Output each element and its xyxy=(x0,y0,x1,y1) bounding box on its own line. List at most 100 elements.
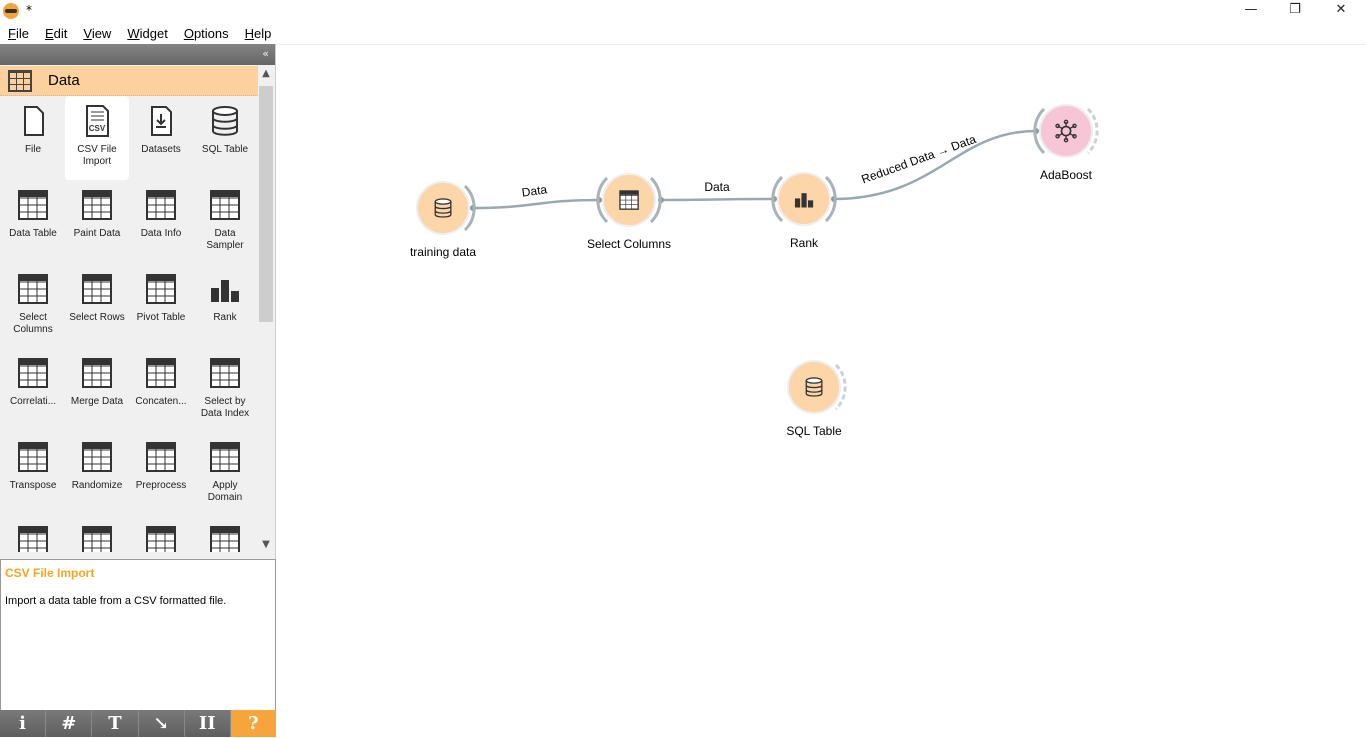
node-label: AdaBoost xyxy=(1039,168,1093,182)
select-index-icon xyxy=(210,358,240,388)
rank-icon xyxy=(794,193,814,208)
menu-view[interactable]: View xyxy=(83,26,112,41)
link-label: Data xyxy=(704,180,730,194)
help-panel: CSV File Import Import a data table from… xyxy=(0,559,276,711)
node-sql-table[interactable] xyxy=(783,360,847,414)
widget-label: Correlati... xyxy=(9,396,57,407)
link-0[interactable] xyxy=(472,198,600,210)
randomize-icon xyxy=(82,442,112,472)
widget-concaten[interactable]: Concaten... xyxy=(129,348,193,432)
menu-options[interactable]: Options xyxy=(183,26,229,41)
widget-csv-file-import[interactable]: CSV CSV File Import xyxy=(65,96,129,180)
transpose-icon xyxy=(18,442,48,472)
help-button[interactable]: ? xyxy=(230,710,277,737)
widget-label: Concaten... xyxy=(135,396,187,407)
widget-label: Data Table xyxy=(9,228,57,239)
widget-grid-icon[interactable] xyxy=(1,516,65,552)
orange-app-icon xyxy=(3,3,19,19)
select-columns-icon xyxy=(18,274,48,304)
widget-merge-data[interactable]: Merge Data xyxy=(65,348,129,432)
menu-file[interactable]: File xyxy=(8,26,29,41)
rank-icon xyxy=(211,280,239,302)
widget-transpose[interactable]: Transpose xyxy=(1,432,65,516)
node-rank[interactable] xyxy=(771,172,837,226)
merge-icon xyxy=(82,358,112,388)
svg-text:CSV: CSV xyxy=(89,124,106,133)
category-label: Data xyxy=(48,72,80,89)
widget-paint-data[interactable]: Paint Data xyxy=(65,180,129,264)
widget-data-table[interactable]: Data Table xyxy=(1,180,65,264)
widget-label: Data Info xyxy=(140,228,182,239)
minimize-button[interactable]: — xyxy=(1244,2,1258,17)
node-label: Select Columns xyxy=(586,237,672,251)
widget-label: Datasets xyxy=(141,144,181,155)
menu-bar: File Edit View Widget Options Help xyxy=(0,24,1366,44)
restore-button[interactable]: ❐ xyxy=(1289,2,1301,17)
table-icon xyxy=(8,70,32,92)
python-icon xyxy=(210,526,240,552)
csv-icon: CSV xyxy=(86,105,109,137)
database-icon xyxy=(434,198,452,218)
node-label: Rank xyxy=(789,236,819,250)
node-adaboost[interactable] xyxy=(1033,104,1099,158)
widget-randomize[interactable]: Randomize xyxy=(65,432,129,516)
info-button[interactable]: i xyxy=(0,710,47,737)
dock-header: « xyxy=(0,44,275,65)
widget-select-rows[interactable]: Select Rows xyxy=(65,264,129,348)
widget-text-pen-icon[interactable] xyxy=(129,516,193,552)
node-select-columns[interactable] xyxy=(596,173,662,227)
pause-button[interactable]: II xyxy=(185,710,231,737)
widget-select-columns[interactable]: Select Columns xyxy=(1,264,65,348)
help-title: CSV File Import xyxy=(5,566,95,580)
dock-scrollbar[interactable]: ▲ ▼ xyxy=(258,66,274,552)
link-2[interactable] xyxy=(833,129,1037,201)
node-training-data[interactable] xyxy=(412,181,476,235)
widget-python-icon[interactable] xyxy=(193,516,257,552)
widget-apply-domain[interactable]: Apply Domain xyxy=(193,432,257,516)
widget-sql-table[interactable]: SQL Table xyxy=(193,96,257,180)
widget-pivot-table[interactable]: Pivot Table xyxy=(129,264,193,348)
close-button[interactable]: ✕ xyxy=(1335,2,1347,17)
widget-label: SQL Table xyxy=(201,144,249,155)
widget-rank[interactable]: Rank xyxy=(193,264,257,348)
table-icon xyxy=(18,190,48,220)
scroll-thumb[interactable] xyxy=(259,86,273,322)
widget-datasets[interactable]: Datasets xyxy=(129,96,193,180)
category-data[interactable]: Data xyxy=(0,66,258,96)
widget-label: Select Columns xyxy=(13,312,53,335)
menu-widget[interactable]: Widget xyxy=(127,26,168,41)
text-annotation-button[interactable]: T xyxy=(92,710,139,737)
window-title: * xyxy=(26,3,32,17)
widget-data-sampler[interactable]: Data Sampler xyxy=(193,180,257,264)
collapse-dock-button[interactable]: « xyxy=(262,47,269,60)
widget-label: Pivot Table xyxy=(136,312,186,323)
widget-correlati[interactable]: Correlati... xyxy=(1,348,65,432)
menu-help[interactable]: Help xyxy=(244,26,272,41)
widget-data-info[interactable]: Data Info xyxy=(129,180,193,264)
widget-label: File xyxy=(24,144,42,155)
widget-select-by-data-index[interactable]: Select by Data Index xyxy=(193,348,257,432)
paint-icon xyxy=(82,190,112,220)
gears-icon xyxy=(146,442,176,472)
widget-scatter-icon[interactable] xyxy=(65,516,129,552)
widget-label: Apply Domain xyxy=(207,480,243,503)
menu-edit[interactable]: Edit xyxy=(44,26,68,41)
widget-preprocess[interactable]: Preprocess xyxy=(129,432,193,516)
scroll-up-icon[interactable]: ▲ xyxy=(262,68,270,79)
arrow-annotation-button[interactable]: ↘ xyxy=(139,710,185,737)
widget-label: Preprocess xyxy=(135,480,187,491)
widget-label: Select by Data Index xyxy=(200,396,250,419)
widget-file[interactable]: File xyxy=(1,96,65,180)
help-text: Import a data table from a CSV formatted… xyxy=(5,595,227,607)
text-pen-icon xyxy=(146,526,176,552)
widget-label: Randomize xyxy=(71,480,123,491)
grid-button[interactable]: # xyxy=(46,710,93,737)
file-icon xyxy=(24,106,44,136)
link-1[interactable] xyxy=(660,197,775,202)
scroll-down-icon[interactable]: ▼ xyxy=(262,539,270,550)
widget-label: CSV File Import xyxy=(77,144,117,167)
widget-dock: « Data File CSV CSV File Import Datasets SQL… xyxy=(0,44,277,737)
